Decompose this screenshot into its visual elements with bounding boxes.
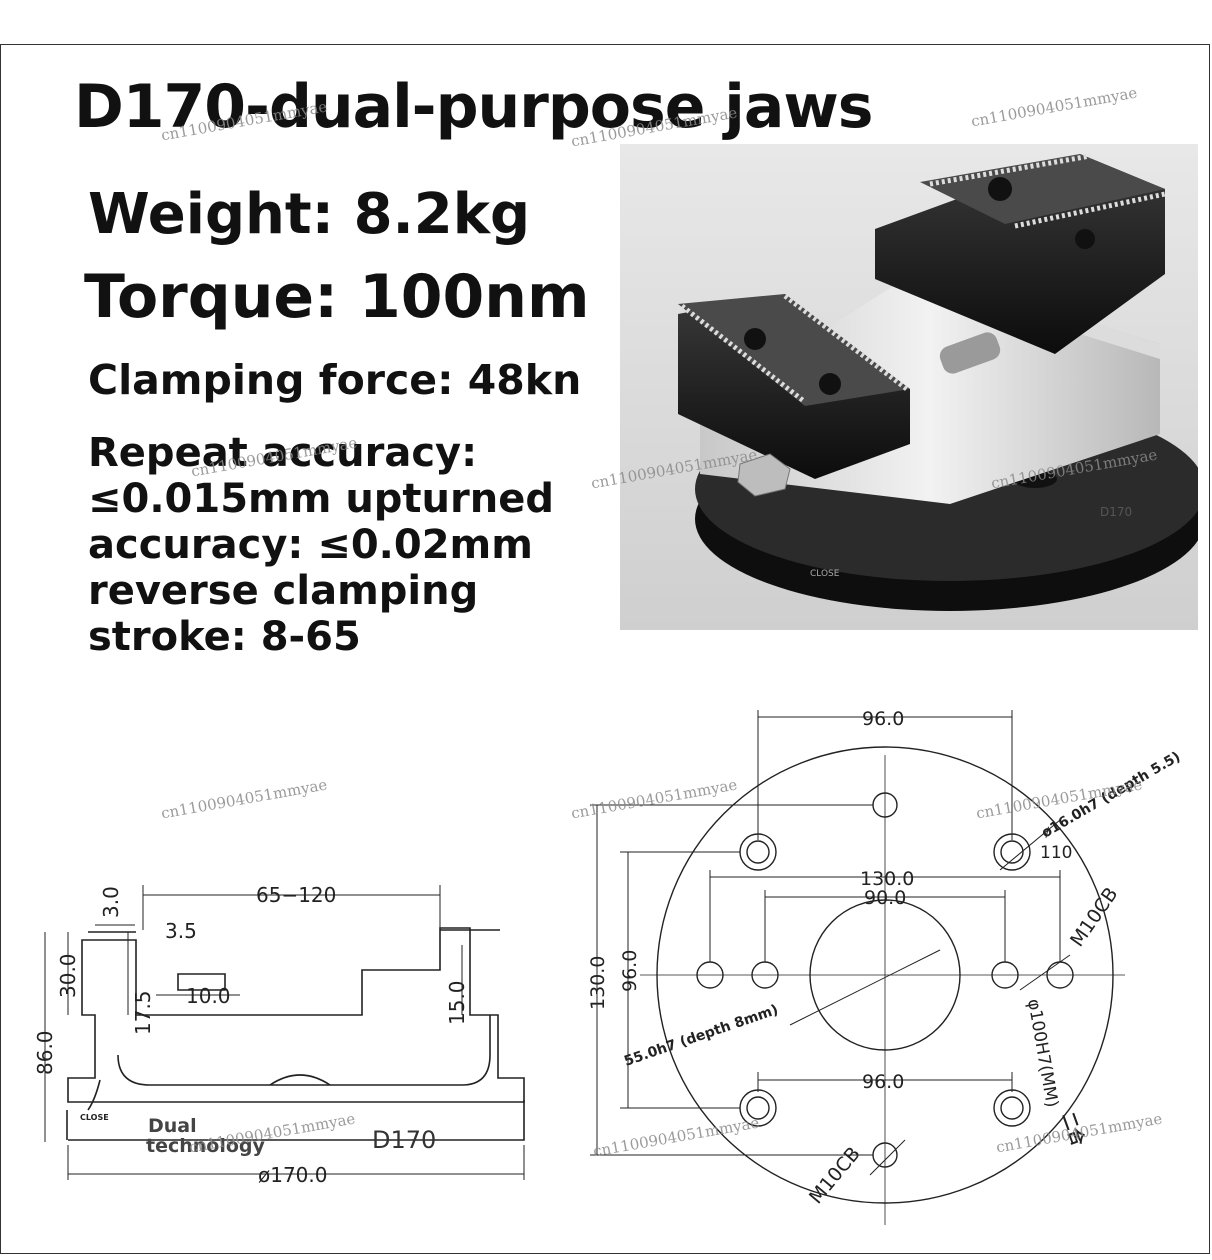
rear-jaw-bolt xyxy=(988,177,1012,201)
jaw-step xyxy=(177,973,226,991)
dim-diameter-label: ø170.0 xyxy=(258,1163,328,1187)
dim-center55-label: 55.0h7 (depth 8mm) xyxy=(622,1002,780,1070)
spec-line: reverse clamping xyxy=(88,568,479,614)
body-curve xyxy=(117,1015,491,1086)
spec-accuracy-block: Repeat accuracy: ≤0.015mm upturned accur… xyxy=(88,430,554,660)
dim-m10-right-label: M10CB xyxy=(1066,883,1122,950)
brand-line2: technology xyxy=(146,1135,266,1157)
front-jaw-scale xyxy=(680,304,807,404)
front-jaw-bolt xyxy=(819,373,841,395)
dim-3-0-label: 3.0 xyxy=(99,886,123,918)
dim-v96-label: 96.0 xyxy=(619,950,641,992)
dim-top96-label: 96.0 xyxy=(862,708,904,730)
hole-tr-inner xyxy=(1000,840,1024,864)
leader-line xyxy=(1019,954,1071,991)
model-label: D170 xyxy=(372,1126,436,1154)
front-jaw-bolt xyxy=(744,328,766,350)
dim-m10-bottom-label: M10CB xyxy=(805,1143,865,1208)
dim-h90-label: 90.0 xyxy=(864,887,906,909)
brand-line1: Dual xyxy=(148,1115,197,1137)
dim-bottom96-label: 96.0 xyxy=(862,1071,904,1093)
dim-3-5-label: 3.5 xyxy=(165,919,197,943)
jaw-top-edges xyxy=(88,929,500,933)
rear-jaw-top xyxy=(920,154,1165,224)
leader-line xyxy=(999,819,1061,871)
dim-h110-label: 110 xyxy=(1040,843,1072,863)
close-arrow xyxy=(87,1079,101,1111)
rear-jaw-bolt xyxy=(1075,229,1095,249)
base-engraving: CLOSE xyxy=(810,569,840,579)
top-view-drawing xyxy=(640,746,1125,1225)
top-view-dimensions xyxy=(590,710,1071,1176)
front-jaw-top xyxy=(678,294,910,406)
front-jaw-scale xyxy=(783,294,910,392)
dim-h130-label: 130.0 xyxy=(860,868,914,890)
dim-phi100-label: φ100H7(MM) xyxy=(1023,997,1062,1109)
spec-torque: Torque: 100nm xyxy=(84,262,590,332)
side-outline xyxy=(67,927,525,1103)
rear-jaw-scale xyxy=(1014,191,1166,229)
spec-line: stroke: 8-65 xyxy=(88,614,361,660)
spec-weight: Weight: 8.2kg xyxy=(88,182,531,247)
page-title: D170-dual-purpose jaws xyxy=(74,72,873,142)
dim-17-5-label: 17.5 xyxy=(131,990,155,1035)
dim-30-0-label: 30.0 xyxy=(56,953,80,998)
center-bump xyxy=(269,1074,331,1086)
hole-br xyxy=(993,1089,1031,1127)
technical-drawings: 65−120 3.0 3.5 30.0 17.5 10.0 15.0 86.0 … xyxy=(33,708,1183,1225)
hex-knob xyxy=(737,453,791,497)
side-view-labels: 65−120 3.0 3.5 30.0 17.5 10.0 15.0 86.0 … xyxy=(33,883,469,1187)
dim-10-0-label: 10.0 xyxy=(186,984,231,1008)
spec-line: Repeat accuracy: xyxy=(88,430,478,476)
hole-tl-inner xyxy=(746,840,770,864)
spec-line: ≤0.015mm upturned xyxy=(88,476,554,522)
close-label: CLOSE xyxy=(80,1113,109,1122)
page-frame xyxy=(0,44,1210,1254)
hole-br-inner xyxy=(1000,1096,1024,1120)
hole-bl-inner xyxy=(746,1096,770,1120)
dim-stroke-label: 65−120 xyxy=(256,883,336,907)
leader-line xyxy=(869,1139,906,1176)
product-photo: CLOSE D170 xyxy=(620,144,1198,630)
spec-line: accuracy: ≤0.02mm xyxy=(88,522,533,568)
base-bottom xyxy=(68,1100,525,1141)
leader-line xyxy=(789,949,941,1026)
base-brand-mark: D170 xyxy=(1100,505,1132,519)
dim-v130-label: 130.0 xyxy=(587,956,609,1010)
dim-15-0-label: 15.0 xyxy=(445,980,469,1025)
dim-86-0-label: 86.0 xyxy=(33,1030,57,1075)
side-view-dimensions xyxy=(44,885,525,1180)
lead-screw xyxy=(939,332,1001,374)
spec-clamping-force: Clamping force: 48kn xyxy=(88,356,582,404)
